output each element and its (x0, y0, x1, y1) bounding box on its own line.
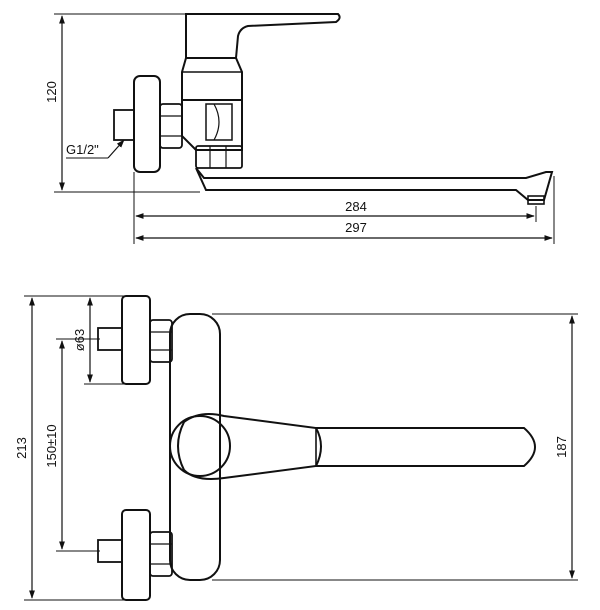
dim-284-label: 284 (345, 199, 367, 214)
front-lever-arm (316, 427, 536, 467)
side-lever (185, 13, 341, 59)
dim-spacing-label: 150±10 (44, 424, 59, 467)
side-view (113, 13, 554, 205)
side-wall-flange (133, 75, 161, 173)
side-eccentric-pipe (113, 109, 135, 141)
side-aerator (527, 195, 545, 205)
front-top-inlet (97, 327, 123, 351)
side-dimensions: 120 G1/2" 284 297 (44, 13, 555, 244)
front-dimensions: 213 ø63 150±10 187 (14, 295, 578, 601)
front-bottom-nut (149, 531, 173, 577)
front-view (97, 295, 536, 601)
side-cartridge-body (181, 57, 243, 101)
front-bottom-inlet (97, 539, 123, 563)
side-hex-nut (195, 145, 243, 169)
dim-thread-label: G1/2" (66, 142, 99, 157)
dim-187-label: 187 (554, 436, 569, 458)
front-lever (177, 413, 322, 480)
dim-213-label: 213 (14, 437, 29, 459)
side-inlet-nut (159, 103, 183, 149)
dim-120-label: 120 (44, 81, 59, 103)
front-handle-hub (169, 415, 231, 477)
front-top-flange (121, 295, 151, 385)
front-top-nut (149, 319, 173, 363)
dim-diameter-label: ø63 (72, 329, 87, 351)
side-spout (195, 167, 554, 201)
side-valve-body (181, 99, 243, 151)
front-bottom-flange (121, 509, 151, 601)
dim-297-label: 297 (345, 220, 367, 235)
